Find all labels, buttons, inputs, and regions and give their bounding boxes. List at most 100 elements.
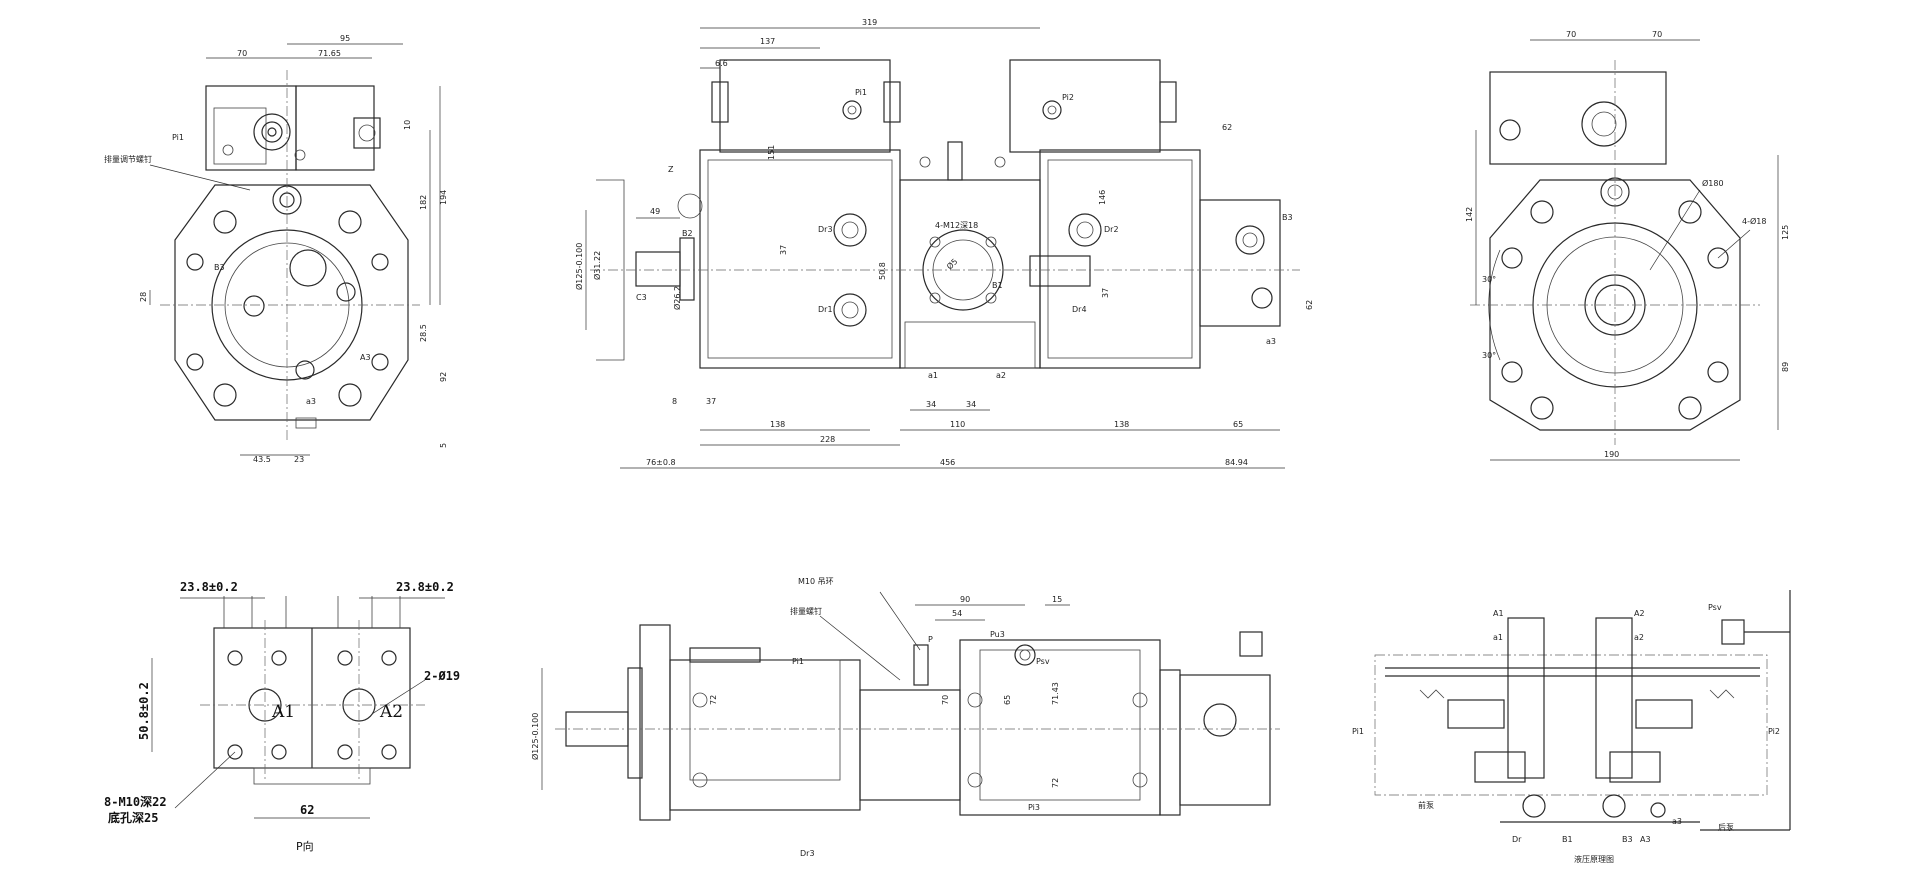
rear-pump-body bbox=[1039, 149, 1201, 369]
front-view: 70 71.65 95 10 182 194 28 28.5 92 5 43.5… bbox=[104, 34, 448, 464]
front-dim-12: 23 bbox=[294, 455, 304, 464]
rear-regulator bbox=[1009, 59, 1161, 153]
side-dim-3: 15 bbox=[1052, 595, 1062, 604]
top-dim-3: 6.6 bbox=[715, 59, 728, 68]
mount-flange-side bbox=[639, 624, 671, 821]
top-dim-2: 137 bbox=[760, 37, 775, 46]
front-port-a3-lower: a3 bbox=[306, 397, 316, 406]
end-housing bbox=[1489, 179, 1741, 431]
top-dim-11: 8 bbox=[672, 397, 677, 406]
front-dim-4: 10 bbox=[403, 120, 412, 130]
rear-pump-side bbox=[959, 639, 1161, 816]
top-dim-21: 456 bbox=[940, 458, 955, 467]
input-shaft bbox=[635, 251, 681, 287]
top-dim-20: 76±0.8 bbox=[646, 458, 676, 467]
front-dim-10: 5 bbox=[439, 443, 448, 448]
front-dim-8: 28.5 bbox=[419, 324, 428, 342]
top-dim-9: Ø26.2 bbox=[672, 286, 682, 310]
top-dim-18: 138 bbox=[1114, 420, 1129, 429]
top-dim-24: 37 bbox=[1101, 288, 1110, 298]
port-label-a1: A1 bbox=[271, 702, 295, 722]
top-dim-5: 37 bbox=[779, 245, 788, 255]
gear-pump-side bbox=[1179, 674, 1271, 806]
front-dim-1: 70 bbox=[237, 49, 247, 58]
top-port-dr4: Dr4 bbox=[1072, 305, 1087, 314]
port-dim-5: 62 bbox=[300, 803, 314, 817]
regulator-port bbox=[253, 113, 291, 151]
port-dim-4: 50.8±0.2 bbox=[137, 682, 151, 740]
top-port-b2: B2 bbox=[682, 229, 693, 238]
schematic-boundary bbox=[1374, 654, 1768, 796]
front-dim-7: 28 bbox=[139, 292, 148, 302]
top-port-pi1: Pi1 bbox=[855, 88, 867, 97]
end-dim-8: 30° bbox=[1482, 351, 1496, 360]
sch-label-dr: Dr bbox=[1512, 835, 1522, 844]
sch-label-a1-low: a1 bbox=[1493, 633, 1503, 642]
end-dim-5: 4-Ø18 bbox=[1742, 216, 1766, 226]
top-dim-6: 49 bbox=[650, 207, 660, 216]
top-dim-17: 34 bbox=[966, 400, 976, 409]
side-port-pi3: Pi3 bbox=[1028, 803, 1040, 812]
regulator-block-right bbox=[295, 85, 375, 171]
front-port-b3: B3 bbox=[214, 263, 225, 272]
sch-label-a3: A3 bbox=[1640, 835, 1651, 844]
top-port-b1: B1 bbox=[992, 281, 1003, 290]
port-note-m10: 8-M10深22 bbox=[104, 794, 167, 809]
port-dim-1: 23.8±0.2 bbox=[180, 580, 238, 594]
sch-label-pi2: Pi2 bbox=[1768, 727, 1780, 736]
front-regulator-valve bbox=[1447, 699, 1505, 729]
sch-label-a2-low: a2 bbox=[1634, 633, 1644, 642]
front-pump-side bbox=[669, 659, 861, 811]
sch-label-a3-low: a3 bbox=[1672, 817, 1682, 826]
sch-label-a1: A1 bbox=[1493, 609, 1504, 618]
port-label-a2: A2 bbox=[379, 702, 403, 722]
top-dim-8: Ø31.22 bbox=[592, 251, 602, 280]
top-port-dr1: Dr1 bbox=[818, 305, 833, 314]
sch-label-b1: B1 bbox=[1562, 835, 1573, 844]
end-dim-3: 142 bbox=[1465, 207, 1474, 222]
hydraulic-schematic: A1 a1 A2 a2 Psv Pi1 Pi2 前泵 后泵 Dr B1 B3 a… bbox=[1352, 590, 1791, 864]
end-dim-9: 89 bbox=[1781, 362, 1790, 372]
top-port-dr2: Dr2 bbox=[1104, 225, 1119, 234]
top-dim-4: 151 bbox=[767, 145, 776, 160]
top-dim-23: 146 bbox=[1098, 190, 1107, 205]
gear-pump bbox=[1199, 199, 1281, 327]
top-port-a2: a2 bbox=[996, 371, 1006, 380]
rear-pump-symbol bbox=[1602, 794, 1626, 818]
front-note-screw: 排量调节螺钉 bbox=[104, 154, 152, 164]
sch-label-psv: Psv bbox=[1708, 603, 1722, 612]
side-port-p: P bbox=[928, 635, 933, 644]
top-dim-7: Ø125-0.100 bbox=[574, 243, 584, 290]
side-port-dr3: Dr3 bbox=[800, 849, 815, 858]
end-dim-6: 125 bbox=[1781, 225, 1790, 240]
top-port-b3: B3 bbox=[1282, 213, 1293, 222]
side-dim-5: 72 bbox=[709, 695, 718, 705]
top-dim-16: 34 bbox=[926, 400, 936, 409]
side-dim-2: 54 bbox=[952, 609, 962, 618]
front-pump-body bbox=[699, 149, 901, 369]
top-dim-15: 110 bbox=[950, 420, 965, 429]
top-port-z: Z bbox=[668, 165, 674, 174]
top-dim-13: 138 bbox=[770, 420, 785, 429]
side-dim-4: Ø125-0.100 bbox=[530, 713, 540, 760]
end-dim-10: 190 bbox=[1604, 450, 1619, 459]
top-dim-12: 37 bbox=[706, 397, 716, 406]
top-dim-28: Ø5 bbox=[944, 256, 959, 271]
front-port-pi1: Pi1 bbox=[172, 133, 184, 142]
port-note-depth: 底孔深25 bbox=[108, 810, 158, 825]
top-dim-25: 62 bbox=[1222, 123, 1232, 132]
side-port-pi1: Pi1 bbox=[792, 657, 804, 666]
top-port-dr3: Dr3 bbox=[818, 225, 833, 234]
front-dim-5: 182 bbox=[419, 195, 428, 210]
front-regulator bbox=[719, 59, 891, 153]
top-dim-10: C3 bbox=[636, 293, 647, 302]
top-port-pi2: Pi2 bbox=[1062, 93, 1074, 102]
port-dim-3: 2-Ø19 bbox=[424, 669, 460, 683]
side-dim-1: 90 bbox=[960, 595, 970, 604]
end-dim-7: 30° bbox=[1482, 275, 1496, 284]
pump-housing-front bbox=[174, 184, 409, 421]
top-dim-14: 228 bbox=[820, 435, 835, 444]
side-port-pu3: Pu3 bbox=[990, 630, 1005, 639]
top-dim-26: 62 bbox=[1305, 300, 1314, 310]
front-dim-3: 95 bbox=[340, 34, 350, 43]
